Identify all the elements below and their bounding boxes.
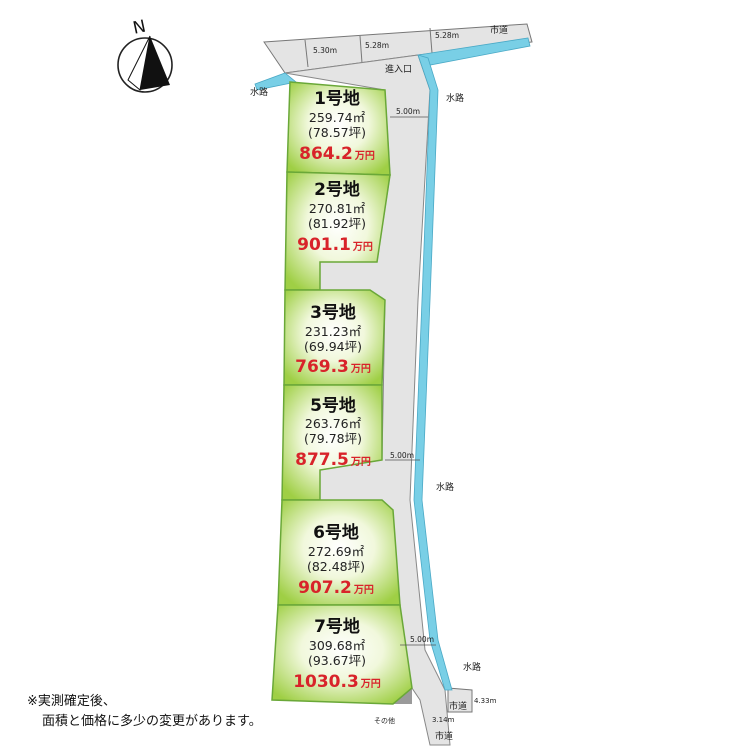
lot-area-tsubo: (93.67坪) [308,653,366,668]
other-label: その他 [374,716,395,725]
svg-text:769.3万円: 769.3万円 [295,357,371,377]
lot-6-area [277,499,401,606]
lot-price: 901.1 [297,235,351,255]
dimension-road-2: 5.00m [390,451,414,460]
waterway-left-label: 水路 [250,86,268,98]
entrance-label: 進入口 [385,63,412,75]
waterway-right-mid-label: 水路 [436,481,454,493]
compass-north-label: N [131,17,148,39]
lot-name: 6号地 [313,522,359,543]
lot-name: 5号地 [310,395,356,416]
lot-name: 3号地 [310,302,356,323]
city-road-bottom-label-2: 市道 [435,730,453,742]
dimension-top-2: 5.28m [365,41,389,50]
lot-area-tsubo: (79.78坪) [304,431,362,446]
lot-price-unit: 万円 [354,150,375,162]
lot-price-unit: 万円 [350,456,371,468]
lot-area-tsubo: (78.57坪) [308,125,366,140]
lot-area-m2: 231.23㎡ [305,324,362,339]
lot-area-tsubo: (69.94坪) [304,339,362,354]
lot-7-area [271,604,413,705]
lot-name: 7号地 [314,616,360,637]
lot-area-m2: 309.68㎡ [309,638,366,653]
lot-price: 877.5 [295,450,349,470]
lot-3-area [283,289,386,386]
compass: N [117,17,173,93]
waterway-right-bottom-label: 水路 [463,661,481,673]
lot-area-tsubo: (81.92坪) [308,216,366,231]
dimension-road-3: 5.00m [410,635,434,644]
lot-price: 907.2 [298,578,352,598]
svg-text:1030.3万円: 1030.3万円 [293,672,381,692]
disclaimer-line-1: ※実測確定後、 [27,694,116,709]
dimension-top-1: 5.30m [313,46,337,55]
disclaimer-line-2: 面積と価格に多少の変更があります。 [42,714,262,729]
lot-area-m2: 270.81㎡ [309,201,366,216]
lot-area-m2: 259.74㎡ [309,110,366,125]
dimension-road-1: 5.00m [396,107,420,116]
city-road-bottom-area [447,687,473,713]
lot-price-unit: 万円 [360,678,381,690]
lot-price: 769.3 [295,357,349,377]
lot-area-m2: 263.76㎡ [305,416,362,431]
lot-area-tsubo: (82.48坪) [307,559,365,574]
svg-text:907.2万円: 907.2万円 [298,578,374,598]
lot-name: 1号地 [314,88,360,109]
lot-price-unit: 万円 [350,363,371,375]
dimension-bottom-2: 3.14m [432,716,455,724]
svg-text:864.2万円: 864.2万円 [299,144,375,164]
waterway-right [413,54,453,691]
svg-text:901.1万円: 901.1万円 [297,235,373,255]
city-road-bottom-label-1: 市道 [449,700,467,712]
lot-price-unit: 万円 [352,241,373,253]
dimension-bottom-1: 4.33m [474,697,497,705]
svg-text:877.5万円: 877.5万円 [295,450,371,470]
lot-name: 2号地 [314,179,360,200]
lot-price: 864.2 [299,144,353,164]
lot-area-m2: 272.69㎡ [308,544,365,559]
waterway-right-top-label: 水路 [446,92,464,104]
city-road-top-label: 市道 [490,24,508,36]
lot-price-unit: 万円 [353,584,374,596]
dimension-top-3: 5.28m [435,31,459,40]
lot-price: 1030.3 [293,672,359,692]
